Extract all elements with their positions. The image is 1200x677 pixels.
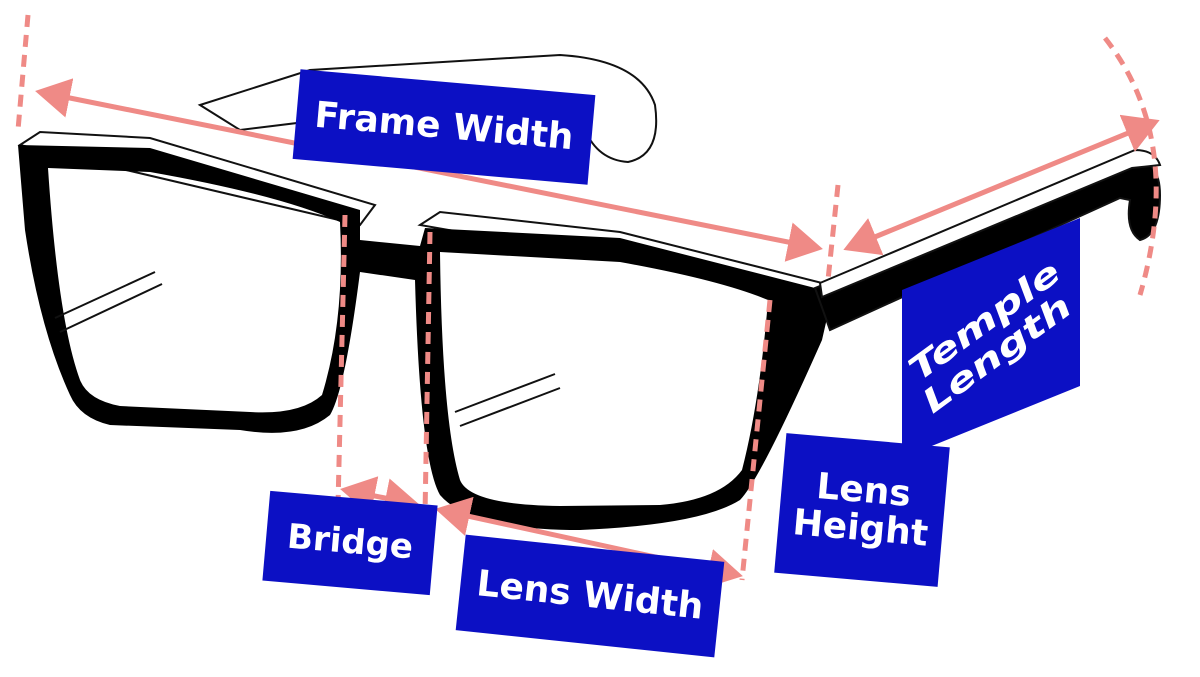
temple-length-arrow bbox=[843, 114, 1160, 256]
lens-width-text: Lens Width bbox=[474, 563, 706, 628]
bridge-label: Bridge bbox=[262, 490, 438, 596]
lens-height-text: Lens Height bbox=[791, 466, 933, 555]
lens-height-label: Lens Height bbox=[774, 433, 950, 587]
lens-reflections bbox=[54, 271, 561, 427]
bridge-text: Bridge bbox=[285, 516, 415, 568]
frame-width-text: Frame Width bbox=[313, 94, 576, 159]
temple-length-text: Temple Length bbox=[905, 250, 1075, 424]
